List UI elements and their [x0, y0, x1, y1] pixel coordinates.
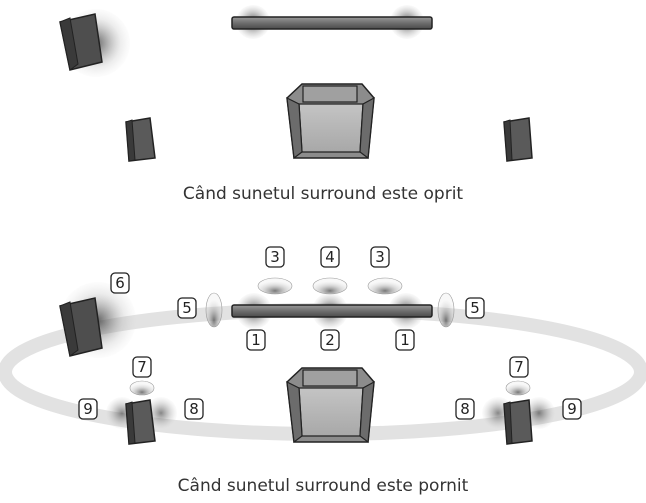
rear-left-speaker-icon [125, 117, 156, 162]
label-rear-right-inner: 8 [455, 398, 475, 420]
subwoofer-on-icon [59, 282, 136, 358]
label-side-right: 5 [465, 297, 485, 319]
svg-text:5: 5 [470, 299, 480, 317]
label-rear-left-inner: 8 [184, 398, 204, 420]
label-rear-left-outer: 9 [78, 398, 98, 420]
upfiring-waves [257, 277, 403, 295]
label-top-center: 4 [320, 246, 340, 268]
svg-text:2: 2 [325, 331, 335, 349]
label-center: 2 [320, 329, 340, 351]
svg-text:1: 1 [251, 331, 261, 349]
label-rear-right-top: 7 [509, 356, 529, 378]
rear-right-speaker-on-icon [482, 380, 555, 445]
svg-text:1: 1 [400, 331, 410, 349]
svg-text:7: 7 [514, 358, 524, 376]
rear-left-speaker-on-icon [106, 380, 177, 445]
diagram-surround-on: 1 2 1 3 4 3 [0, 246, 646, 445]
svg-text:9: 9 [83, 400, 93, 418]
rear-right-speaker-icon [503, 117, 533, 162]
soundbar-on-icon [231, 293, 433, 329]
label-side-left: 5 [177, 297, 197, 319]
label-subwoofer: 6 [110, 272, 130, 294]
label-top-right: 3 [370, 246, 390, 268]
armchair-icon [286, 83, 375, 160]
label-front-right: 1 [395, 329, 415, 351]
label-rear-right-outer: 9 [562, 398, 582, 420]
svg-text:3: 3 [375, 248, 385, 266]
subwoofer-icon [59, 9, 130, 77]
label-top-left: 3 [265, 246, 285, 268]
svg-text:6: 6 [115, 274, 125, 292]
label-front-left: 1 [246, 329, 266, 351]
svg-text:8: 8 [189, 400, 199, 418]
caption-surround-on: Când sunetul surround este pornit [177, 476, 469, 496]
svg-text:5: 5 [182, 299, 192, 317]
svg-text:9: 9 [567, 400, 577, 418]
caption-surround-off: Când sunetul surround este oprit [182, 184, 464, 204]
label-rear-left-top: 7 [132, 356, 152, 378]
svg-text:4: 4 [325, 248, 335, 266]
armchair-on-icon [286, 367, 375, 444]
svg-text:7: 7 [137, 358, 147, 376]
diagram-surround-off [59, 5, 533, 162]
svg-text:8: 8 [460, 400, 470, 418]
soundbar-icon [231, 5, 433, 39]
svg-text:3: 3 [270, 248, 280, 266]
channel-labels: 1 2 1 3 4 3 [78, 246, 582, 420]
